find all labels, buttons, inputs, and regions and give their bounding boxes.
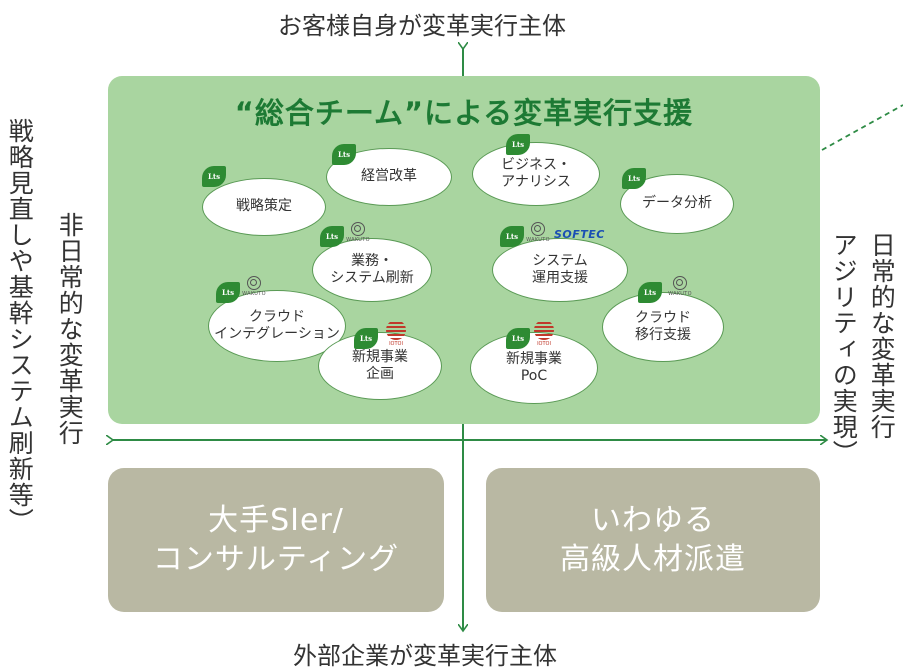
lts-logo: Lts xyxy=(216,282,240,303)
bubble-line1: クラウド xyxy=(635,309,691,326)
bubble-business-analysis: ビジネス・ アナリシス xyxy=(472,142,600,206)
right-axis-label-line2: アジリティの実現） xyxy=(829,232,859,466)
softec-logo: SOFTEC xyxy=(554,228,605,241)
grey-box-line1: いわゆる xyxy=(591,503,715,538)
iotoi-logo: IOTOI xyxy=(384,320,408,348)
wakuto-logo: WAKUTO xyxy=(346,222,370,246)
left-axis-label-line1: 戦略見直しや基幹システム刷新等） xyxy=(5,118,35,534)
bubble-line2: 運用支援 xyxy=(532,270,588,286)
bubble-cloud-migration-support: クラウド 移行支援 xyxy=(602,292,724,362)
bubble-line2: 企画 xyxy=(366,366,394,382)
bubble-new-business-poc: 新規事業 PoC xyxy=(470,332,598,404)
lts-logo: Lts xyxy=(500,226,524,247)
bubble-line2: アナリシス xyxy=(501,174,571,190)
lts-logo: Lts xyxy=(332,144,356,165)
wakuto-logo: WAKUTO xyxy=(668,276,692,300)
lts-logo: Lts xyxy=(506,134,530,155)
bubble-line1: 業務・ xyxy=(351,252,393,269)
lts-logo: Lts xyxy=(506,328,530,349)
total-team-panel: “総合チーム”による変革実行支援 戦略策定 Lts 経営改革 Lts ビジネス・… xyxy=(108,76,820,424)
grey-box-line2: コンサルティング xyxy=(152,542,400,577)
bottom-axis-label: 外部企業が変革実行主体 xyxy=(293,642,557,670)
grey-box-line1: 大手SIer/ xyxy=(208,503,344,538)
large-sier-consulting-box: 大手SIer/ コンサルティング xyxy=(108,468,444,612)
bubble-line1: クラウド xyxy=(249,308,305,325)
bubble-line1: データ分析 xyxy=(642,195,712,212)
grey-box-line2: 高級人材派遣 xyxy=(560,542,746,577)
lts-logo: Lts xyxy=(320,226,344,247)
bubble-line1: システム xyxy=(532,252,588,269)
high-end-staffing-box: いわゆる 高級人材派遣 xyxy=(486,468,820,612)
lts-logo: Lts xyxy=(638,282,662,303)
bubble-line1: 新規事業 xyxy=(352,348,408,365)
bubble-line2: 移行支援 xyxy=(635,327,691,343)
bubble-line2: システム刷新 xyxy=(330,270,414,286)
top-axis-label: お客様自身が変革実行主体 xyxy=(278,12,566,40)
bubble-line2: PoC xyxy=(520,368,548,384)
left-axis-label-line2: 非日常的な変革実行 xyxy=(55,212,85,446)
panel-title: “総合チーム”による変革実行支援 xyxy=(234,96,694,130)
bubble-line1: 新規事業 xyxy=(506,350,562,367)
lts-logo: Lts xyxy=(622,168,646,189)
bubble-line1: ビジネス・ xyxy=(501,156,571,173)
bubble-new-business-planning: 新規事業 企画 xyxy=(318,332,442,400)
bubble-business-system-renewal: 業務・ システム刷新 xyxy=(312,238,432,302)
bubble-system-operation-support: システム 運用支援 xyxy=(492,238,628,302)
right-axis-label-line1: 日常的な変革実行 xyxy=(867,232,897,440)
iotoi-logo: IOTOI xyxy=(532,320,556,348)
bubble-line1: 戦略策定 xyxy=(236,198,292,215)
wakuto-logo: WAKUTO xyxy=(242,276,266,300)
lts-logo: Lts xyxy=(354,328,378,349)
bubble-strategy: 戦略策定 xyxy=(202,178,326,236)
wakuto-logo: WAKUTO xyxy=(526,222,550,246)
lts-logo: Lts xyxy=(202,166,226,187)
bubble-line2: インテグレーション xyxy=(214,326,340,342)
bubble-line1: 経営改革 xyxy=(361,168,417,185)
dashed-connector-line xyxy=(821,104,903,151)
